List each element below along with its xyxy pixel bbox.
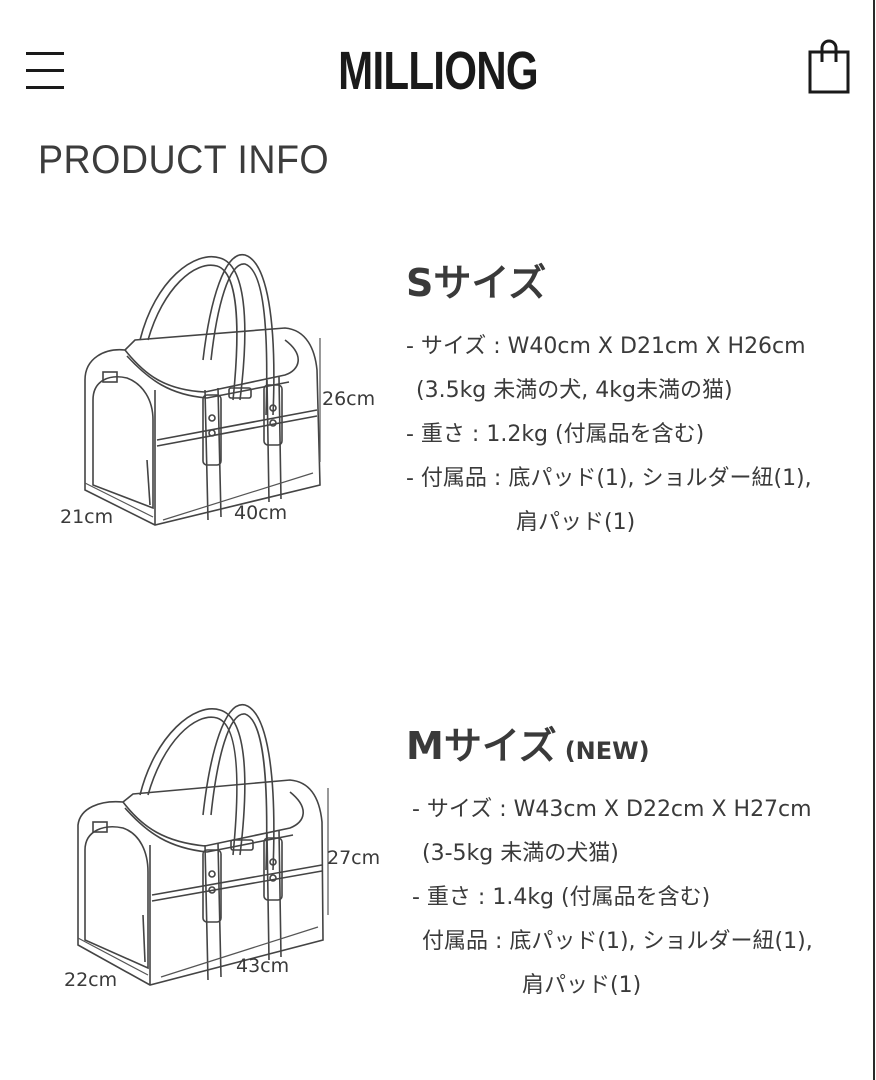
spec-accessories-cont: 肩パッド(1) [516, 510, 636, 535]
site-header: MILLIONG [0, 0, 876, 130]
height-label: 26cm [322, 388, 376, 410]
product-info-s: Sサイズ - サイズ : W40cm X D21cm X H26cm (3.5k… [406, 260, 812, 545]
hamburger-menu-icon [26, 52, 64, 55]
width-label: 40cm [234, 502, 288, 524]
height-label: 27cm [327, 847, 381, 869]
spec-accessories: - 付属品 : 底パッド(1), ショルダー紐(1), [406, 466, 812, 491]
shopping-bag-icon [808, 39, 850, 94]
spec-size: - サイズ : W40cm X D21cm X H26cm [406, 334, 806, 359]
spec-size-note: (3.5kg 未満の犬, 4kg未満の猫) [416, 378, 733, 403]
spec-accessories-cont: 肩パッド(1) [522, 973, 642, 998]
menu-button[interactable] [22, 47, 68, 91]
spec-size-note: (3-5kg 未満の犬猫) [422, 841, 619, 866]
hamburger-line [26, 86, 64, 89]
size-name: Mサイズ [406, 724, 557, 768]
spec-weight: - 重さ : 1.2kg (付属品を含む) [406, 422, 705, 447]
size-name: Sサイズ [406, 261, 547, 305]
depth-label: 21cm [60, 506, 114, 528]
bag-diagram-s [84, 254, 321, 526]
size-tag-new: (NEW) [564, 737, 650, 765]
section-title: PRODUCT INFO [38, 138, 330, 182]
spec-size: - サイズ : W43cm X D22cm X H27cm [412, 797, 812, 822]
scrollbar-edge [873, 0, 875, 1080]
cart-button[interactable] [806, 38, 852, 96]
depth-label: 22cm [64, 969, 118, 991]
product-info-m: Mサイズ(NEW) - サイズ : W43cm X D22cm X H27cm … [406, 723, 813, 1008]
brand-logo[interactable]: MILLIONG [338, 41, 538, 101]
hamburger-line [26, 69, 64, 72]
bag-diagram-m [77, 704, 329, 986]
size-title: Sサイズ [406, 260, 812, 311]
spec-accessories: 付属品 : 底パッド(1), ショルダー紐(1), [422, 929, 813, 954]
width-label: 43cm [236, 955, 290, 977]
size-title: Mサイズ(NEW) [406, 723, 813, 774]
spec-weight: - 重さ : 1.4kg (付属品を含む) [412, 885, 711, 910]
